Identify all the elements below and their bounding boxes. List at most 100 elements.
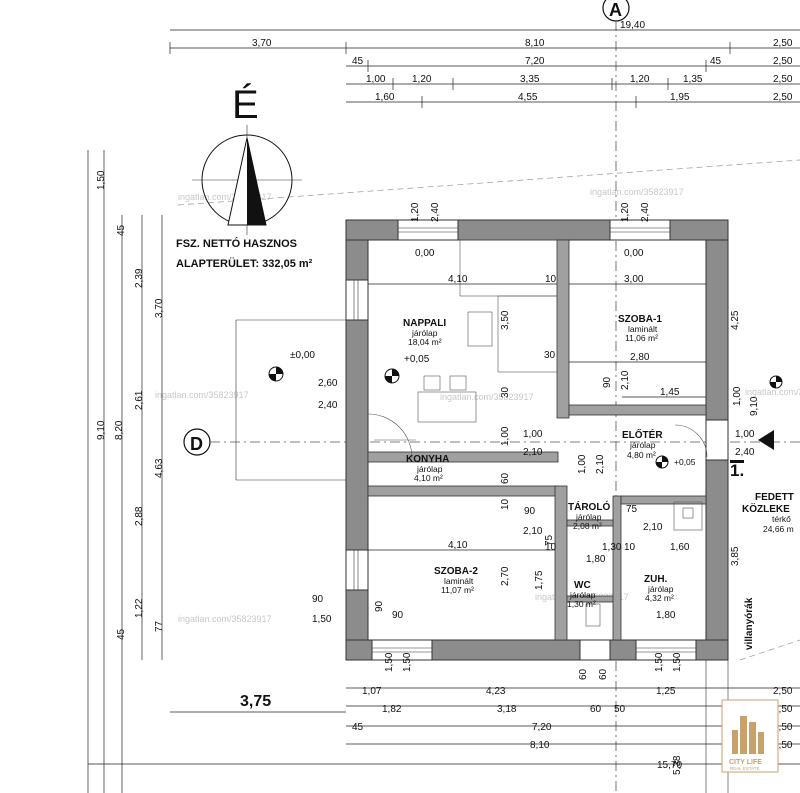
svg-text:4,23: 4,23	[486, 686, 506, 697]
svg-text:2,39: 2,39	[134, 268, 145, 288]
svg-text:1,60: 1,60	[375, 92, 395, 103]
svg-text:10: 10	[500, 498, 511, 510]
svg-text:90: 90	[374, 600, 385, 612]
svg-text:2,80: 2,80	[630, 352, 650, 363]
bottom-dimensions: 1,07 4,23 1,25 2,50 1,82 3,18 60 50 2,50…	[88, 686, 800, 771]
area-label-line2: ALAPTERÜLET: 332,05 m²	[176, 257, 313, 270]
svg-text:KÖZLEKE: KÖZLEKE	[742, 502, 790, 515]
svg-text:75: 75	[626, 504, 638, 515]
svg-text:50: 50	[614, 704, 626, 715]
svg-text:2,61: 2,61	[134, 390, 145, 410]
watermark: ingatlan.com/35823917	[155, 390, 249, 400]
svg-text:1,80: 1,80	[586, 554, 606, 565]
svg-text:1,07: 1,07	[362, 686, 382, 697]
section-mark-d: D	[183, 428, 800, 456]
svg-text:2,10: 2,10	[620, 370, 631, 390]
villanyorak-label: villanyórák	[744, 597, 755, 650]
room-szoba1: SZOBA-1 laminált 11,06 m²	[618, 314, 662, 343]
svg-text:laminált: laminált	[628, 324, 658, 334]
watermark-line	[177, 159, 800, 206]
svg-text:1,25: 1,25	[656, 686, 676, 697]
svg-text:1,82: 1,82	[382, 704, 402, 715]
level-mark-inside: +0,05	[384, 354, 430, 384]
room-nappali: NAPPALI járólap 18,04 m²	[403, 318, 446, 347]
svg-text:1,00: 1,00	[366, 74, 386, 85]
svg-text:2,88: 2,88	[134, 506, 145, 526]
svg-text:2,40: 2,40	[640, 202, 651, 222]
svg-text:REAL ESTATE: REAL ESTATE	[730, 766, 760, 771]
svg-text:3,50: 3,50	[500, 310, 511, 330]
svg-text:11,07 m²: 11,07 m²	[441, 585, 474, 595]
svg-text:A: A	[609, 0, 622, 20]
entrance-marker: 1.	[730, 375, 783, 480]
svg-text:8,10: 8,10	[525, 38, 545, 49]
svg-text:2,10: 2,10	[523, 526, 543, 537]
svg-text:KONYHA: KONYHA	[406, 454, 449, 465]
room-tarolo: TÁROLÓ járólap 2,08 m²	[568, 500, 610, 531]
svg-text:1,35: 1,35	[683, 74, 703, 85]
svg-text:1,80: 1,80	[656, 610, 676, 621]
svg-text:60: 60	[500, 472, 511, 484]
watermark: ingatlan.com/35823917	[745, 387, 800, 397]
svg-text:SZOBA-2: SZOBA-2	[434, 566, 478, 577]
svg-text:2,50: 2,50	[773, 74, 793, 85]
svg-text:3,70: 3,70	[154, 298, 165, 318]
svg-text:laminált: laminált	[444, 576, 474, 586]
svg-text:60: 60	[590, 704, 602, 715]
svg-text:10: 10	[545, 542, 557, 553]
svg-text:10: 10	[624, 542, 636, 553]
terrace-outline	[235, 319, 346, 481]
svg-text:77: 77	[154, 620, 165, 632]
svg-text:WC: WC	[574, 580, 591, 591]
svg-text:30: 30	[544, 350, 556, 361]
svg-text:+0,05: +0,05	[404, 354, 430, 365]
svg-text:11,06 m²: 11,06 m²	[625, 333, 658, 343]
svg-text:90: 90	[392, 610, 404, 621]
svg-text:+0,05: +0,05	[674, 457, 696, 467]
svg-text:4,10: 4,10	[448, 274, 468, 285]
svg-text:járólap: járólap	[575, 512, 602, 522]
svg-text:9,10: 9,10	[96, 420, 107, 440]
svg-text:1,30 m²: 1,30 m²	[567, 599, 596, 609]
svg-text:2,10: 2,10	[595, 454, 606, 474]
svg-text:19,40: 19,40	[620, 20, 645, 31]
area-label-line1: FSZ. NETTÓ HASZNOS	[176, 237, 297, 250]
svg-text:4,80 m²: 4,80 m²	[627, 450, 656, 460]
city-life-logo: CITY LIFE REAL ESTATE	[721, 699, 779, 773]
svg-text:1,00: 1,00	[732, 386, 743, 406]
svg-text:2,50: 2,50	[773, 92, 793, 103]
svg-text:1,50: 1,50	[672, 652, 683, 672]
svg-text:3,85: 3,85	[730, 546, 741, 566]
svg-text:30: 30	[500, 386, 511, 398]
svg-text:2,50: 2,50	[773, 38, 793, 49]
svg-text:75: 75	[544, 534, 555, 546]
svg-text:15,70: 15,70	[657, 760, 682, 771]
room-konyha: KONYHA járólap 4,10 m²	[406, 454, 449, 483]
svg-text:90: 90	[602, 376, 613, 388]
svg-text:2,10: 2,10	[643, 522, 663, 533]
svg-text:4,10: 4,10	[448, 540, 468, 551]
svg-text:1,95: 1,95	[670, 92, 690, 103]
svg-text:60: 60	[578, 668, 589, 680]
svg-text:18,04 m²: 18,04 m²	[408, 337, 442, 347]
svg-text:1,50: 1,50	[96, 170, 107, 190]
svg-text:45: 45	[352, 722, 364, 733]
svg-text:2,50: 2,50	[773, 722, 793, 733]
room-fedett: FEDETT KÖZLEKE térkő 24,66 m	[742, 492, 794, 534]
svg-text:2,10: 2,10	[523, 447, 543, 458]
svg-text:ELŐTÉR: ELŐTÉR	[622, 428, 663, 441]
svg-text:2,40: 2,40	[318, 400, 338, 411]
svg-text:90: 90	[312, 594, 324, 605]
svg-text:7,20: 7,20	[525, 56, 545, 67]
svg-text:1,00: 1,00	[523, 429, 543, 440]
room-eloter: ELŐTÉR járólap 4,80 m² +0,05	[622, 428, 696, 469]
svg-text:1,45: 1,45	[660, 387, 680, 398]
svg-text:1,60: 1,60	[670, 542, 690, 553]
interior-walls	[367, 239, 707, 641]
svg-text:1,50: 1,50	[384, 652, 395, 672]
svg-text:45: 45	[710, 56, 722, 67]
furniture	[367, 239, 708, 627]
svg-text:járólap: járólap	[416, 464, 443, 474]
svg-text:2,50: 2,50	[773, 56, 793, 67]
